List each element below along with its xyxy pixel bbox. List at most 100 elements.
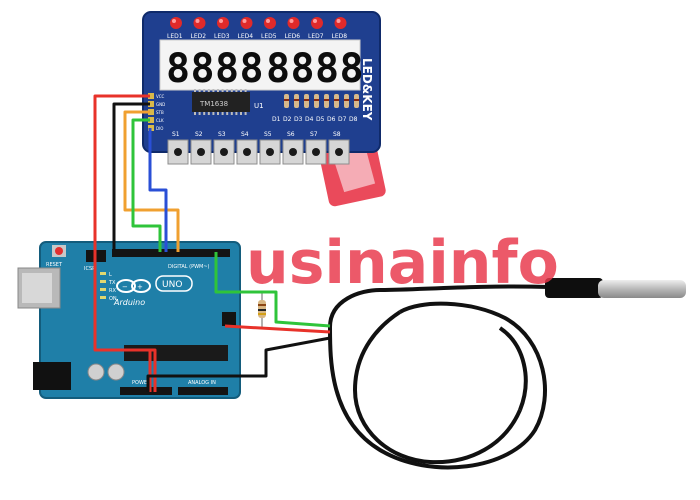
- diode-label: D1: [272, 116, 281, 123]
- led-indicator-icon: [193, 17, 206, 29]
- led-highlight: [313, 19, 317, 23]
- chip-pin: [226, 112, 229, 115]
- board-led-label: RX: [109, 288, 116, 294]
- header-pin-label: CLK: [156, 118, 164, 123]
- probe-tip: [598, 280, 686, 298]
- resistor-band: [284, 99, 289, 101]
- wire-sensor-green: [214, 252, 331, 328]
- board-led-icon: [100, 272, 106, 275]
- wire-vcc-red: [93, 94, 157, 392]
- wire-stb-orange: [123, 110, 180, 252]
- key-button-cap: [289, 148, 297, 156]
- temperature-sensor: [328, 278, 686, 470]
- diode-label: D7: [338, 116, 347, 123]
- key-button-cap: [312, 148, 320, 156]
- led-label: LED1: [167, 33, 183, 40]
- led-label: LED2: [191, 33, 207, 40]
- key-button-cap: [266, 148, 274, 156]
- led-label: LED3: [214, 33, 230, 40]
- key-label: S2: [195, 131, 203, 138]
- header-pin-label: DIO: [156, 126, 163, 131]
- wire-dio-blue: [148, 128, 168, 252]
- display-digit: 8: [340, 46, 364, 92]
- led-label: LED5: [261, 33, 277, 40]
- header-pin-label: GND: [156, 102, 165, 107]
- chip-pin: [198, 89, 201, 92]
- chip-pin: [230, 112, 233, 115]
- chip-pin: [212, 112, 215, 115]
- led-label: LED6: [285, 33, 301, 40]
- resistor-band: [304, 99, 309, 101]
- resistor-band: [354, 99, 359, 101]
- led-label: LED7: [308, 33, 324, 40]
- key-buttons: [167, 139, 350, 165]
- key-button-cap: [335, 148, 343, 156]
- led-indicator-icon: [334, 17, 347, 29]
- arduino-brand: Arduino: [113, 298, 145, 307]
- diode-label: D3: [294, 116, 303, 123]
- led-indicator-icon: [217, 17, 229, 29]
- led-highlight: [242, 19, 247, 23]
- key-button-cap: [174, 148, 182, 156]
- key-label: S5: [264, 131, 272, 138]
- svg-text:+: +: [137, 283, 143, 291]
- chip-pin: [203, 112, 206, 115]
- capacitor-icon: [87, 363, 105, 381]
- seven-segment-display: [159, 39, 361, 91]
- led-highlight: [195, 19, 200, 23]
- chip-pin: [217, 89, 219, 92]
- board-led-icon: [100, 296, 106, 299]
- resistor-band: [344, 99, 349, 101]
- power-label: POWER: [132, 380, 151, 386]
- led-highlight: [219, 19, 223, 23]
- led-indicator-icon: [287, 17, 300, 29]
- chip-pin: [244, 112, 247, 115]
- chip-pins: [194, 89, 247, 115]
- key-button-cap: [197, 148, 205, 156]
- chip-label: TM1638: [199, 100, 228, 108]
- led-indicator-icon: [240, 17, 253, 29]
- analog-header: [178, 387, 228, 395]
- display-digit: 8: [240, 46, 264, 92]
- diode-label: D2: [283, 116, 292, 123]
- diode-label: D6: [327, 116, 336, 123]
- header-pin-label: STB: [156, 110, 164, 115]
- analog-label: ANALOG IN: [188, 380, 216, 386]
- led-label: LED8: [332, 33, 348, 40]
- chip-pin: [240, 89, 242, 92]
- header-pin: [148, 117, 154, 123]
- key-label: S6: [287, 131, 295, 138]
- diode-label: D4: [305, 116, 314, 123]
- chip-pin: [194, 112, 196, 115]
- key-label: S4: [241, 131, 249, 138]
- key-label: S3: [218, 131, 226, 138]
- board-led-icon: [100, 288, 106, 291]
- resistor-band: [334, 99, 339, 101]
- chip-pin: [240, 112, 242, 115]
- chip-pin: [198, 112, 201, 115]
- led-highlight: [289, 19, 294, 23]
- led-highlight: [266, 19, 270, 23]
- diode-label: D5: [316, 116, 325, 123]
- resistor-band: [324, 99, 329, 101]
- wire-gnd-black: [112, 102, 150, 250]
- chip-pin: [235, 89, 238, 92]
- led-highlight: [172, 19, 176, 23]
- chip-pin: [221, 89, 224, 92]
- wire-sensor-black: [146, 336, 331, 392]
- board-led-label: ON: [109, 296, 117, 302]
- arduino-model: UNO: [162, 280, 182, 290]
- atmega-chip: [124, 345, 228, 361]
- uno-badge: [155, 275, 193, 292]
- resistor-band: [294, 99, 299, 101]
- wire-sensor-red: [224, 324, 331, 334]
- probe-sleeve: [545, 278, 603, 298]
- reset-label: RESET: [46, 262, 63, 268]
